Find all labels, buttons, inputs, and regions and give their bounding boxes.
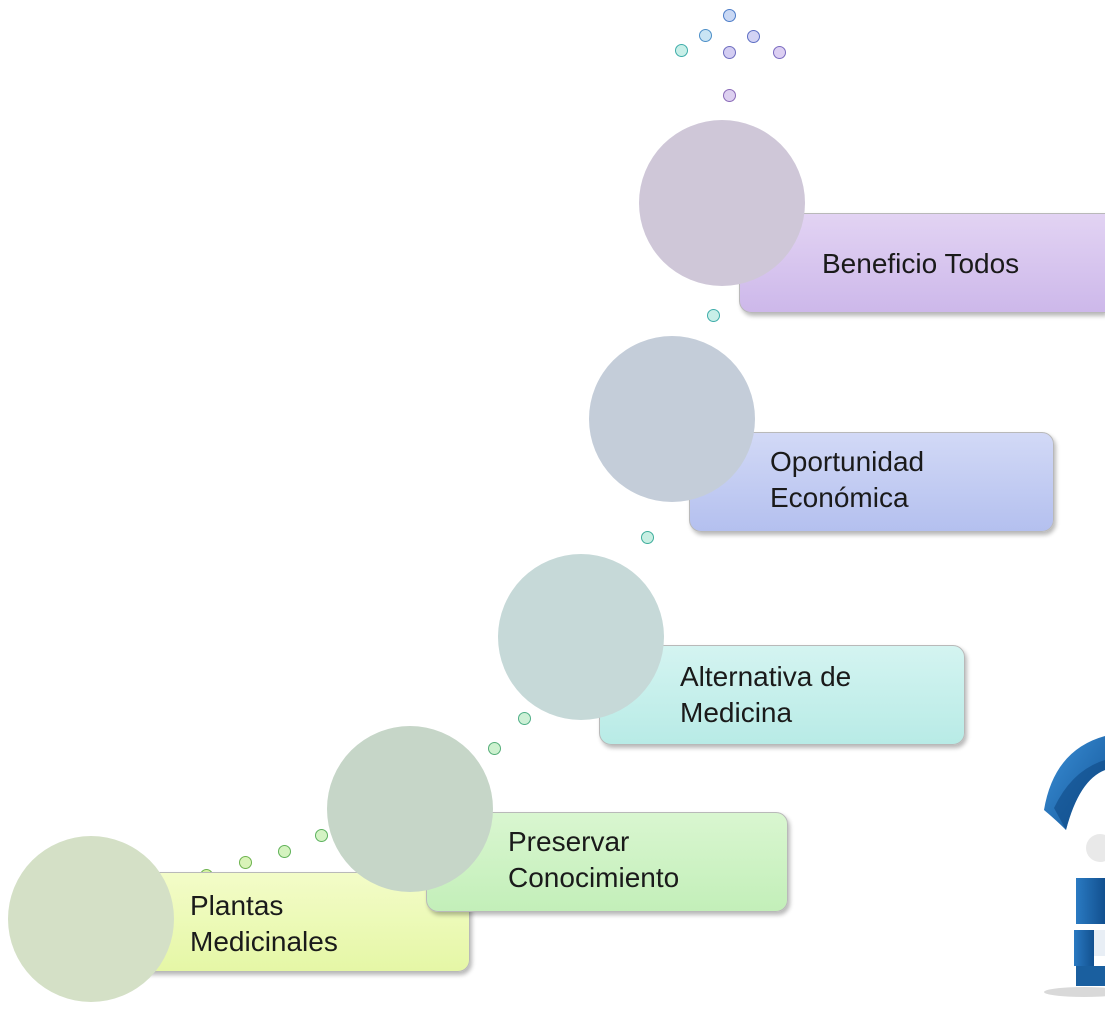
connector-dot (488, 742, 501, 755)
connector-dot (723, 9, 736, 22)
step-label: Beneficio Todos (822, 248, 1020, 279)
connector-dot (278, 845, 291, 858)
step-label: Oportunidad Económica (770, 446, 925, 513)
connector-dot (675, 44, 688, 57)
step-box (689, 432, 1054, 532)
connector-dot (518, 712, 531, 725)
connector-dot (747, 30, 760, 43)
step-circle (639, 120, 805, 286)
connector-dot (641, 531, 654, 544)
connector-dot (723, 89, 736, 102)
step-label: Preservar Conocimiento (508, 826, 680, 893)
step-label: Alternativa de Medicina (680, 661, 852, 728)
connector-dot (773, 46, 786, 59)
connector-dot (315, 829, 328, 842)
connector-dot (723, 46, 736, 59)
connector-dot (699, 29, 712, 42)
person-with-umbrella-icon (1014, 730, 1105, 1000)
step-circle (8, 836, 174, 1002)
step-circle (498, 554, 664, 720)
step-circle (589, 336, 755, 502)
step-label: Plantas Medicinales (190, 890, 338, 957)
step-circle (327, 726, 493, 892)
connector-dot (707, 309, 720, 322)
connector-dot (239, 856, 252, 869)
